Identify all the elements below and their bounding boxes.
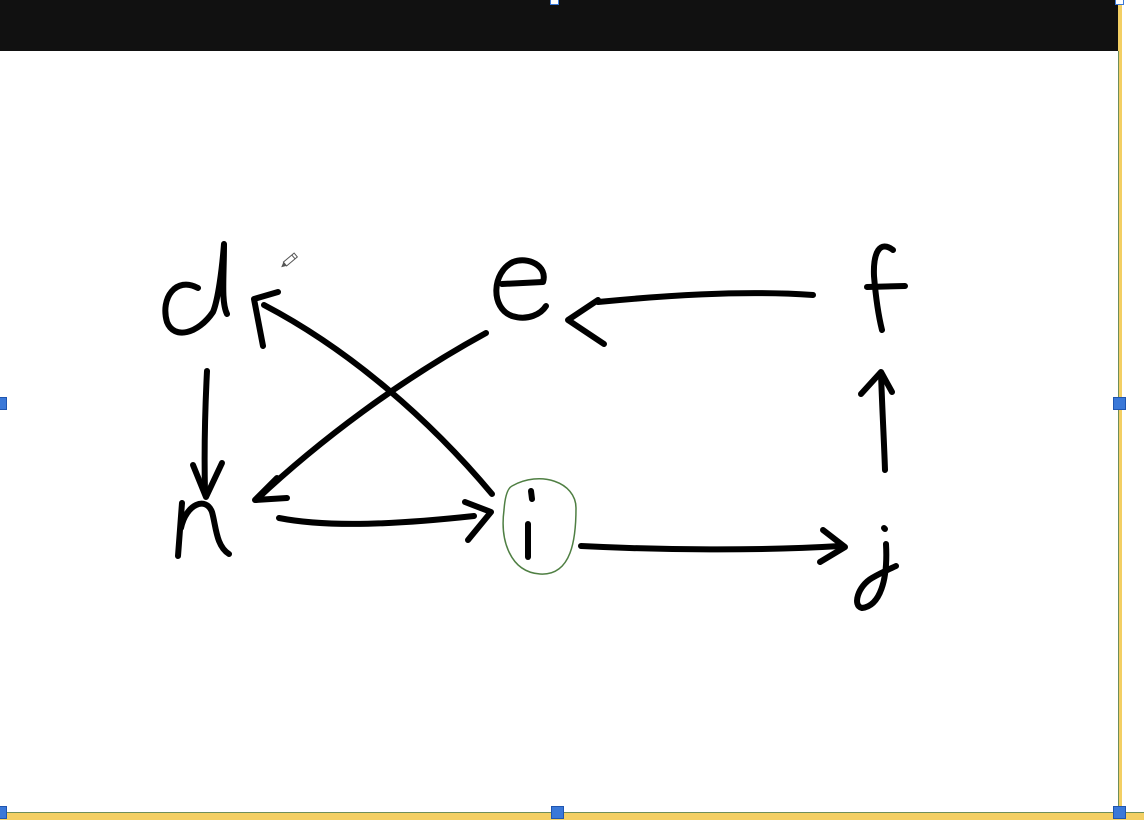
edge-i-d: [251, 289, 495, 497]
selection-frame-bottom-line: [0, 812, 1144, 813]
resize-handle-bottom-right[interactable]: [1113, 806, 1126, 819]
node-j: [854, 525, 899, 611]
node-d: [162, 241, 230, 336]
edge-d-h: [190, 368, 225, 500]
resize-handle-top-right[interactable]: [1115, 0, 1124, 5]
resize-handle-bottom-left[interactable]: [0, 806, 7, 819]
node-e: [493, 257, 549, 321]
selection-frame-right-line: [1118, 51, 1119, 812]
edge-h-i: [276, 499, 494, 543]
pencil-icon: [281, 252, 299, 268]
resize-handle-right[interactable]: [1113, 397, 1126, 410]
edge-f-e: [565, 290, 816, 347]
node-i: [525, 488, 535, 560]
resize-handle-top[interactable]: [550, 0, 559, 5]
node-h: [175, 500, 232, 559]
whiteboard-canvas[interactable]: [0, 51, 1119, 812]
node-f: [864, 243, 908, 333]
edge-e-h: [252, 330, 489, 503]
edge-j-f: [858, 369, 895, 473]
selection-frame-bottom: [0, 813, 1144, 820]
resize-handle-bottom[interactable]: [551, 806, 564, 819]
node-i-highlight: [502, 478, 577, 575]
title-bar: [0, 0, 1119, 51]
resize-handle-left[interactable]: [0, 397, 7, 410]
edge-i-j: [578, 527, 848, 565]
